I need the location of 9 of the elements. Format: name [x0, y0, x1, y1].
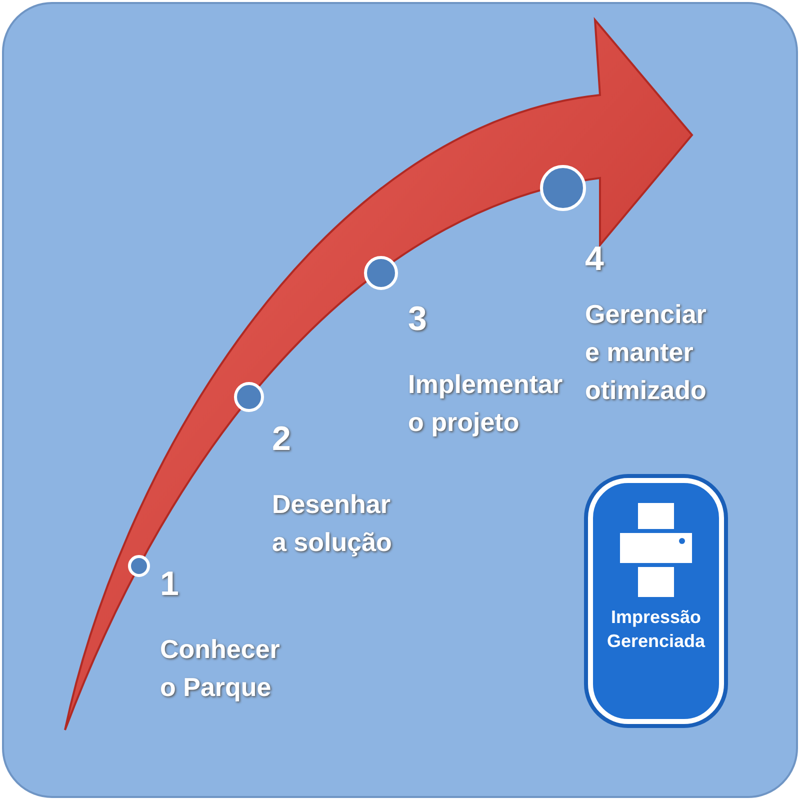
step-number: 1	[160, 565, 179, 604]
step-label: Desenhar a solução	[272, 488, 393, 559]
step-label: Gerenciar e manter otimizado	[585, 298, 708, 407]
step-number: 3	[408, 300, 427, 339]
step-label: Implementar o projeto	[408, 368, 564, 439]
step-number: 4	[585, 240, 604, 279]
step-number: 2	[272, 420, 291, 459]
step-label: Conhecer o Parque	[160, 633, 281, 704]
badge-text: Impressão Gerenciada	[606, 606, 706, 653]
